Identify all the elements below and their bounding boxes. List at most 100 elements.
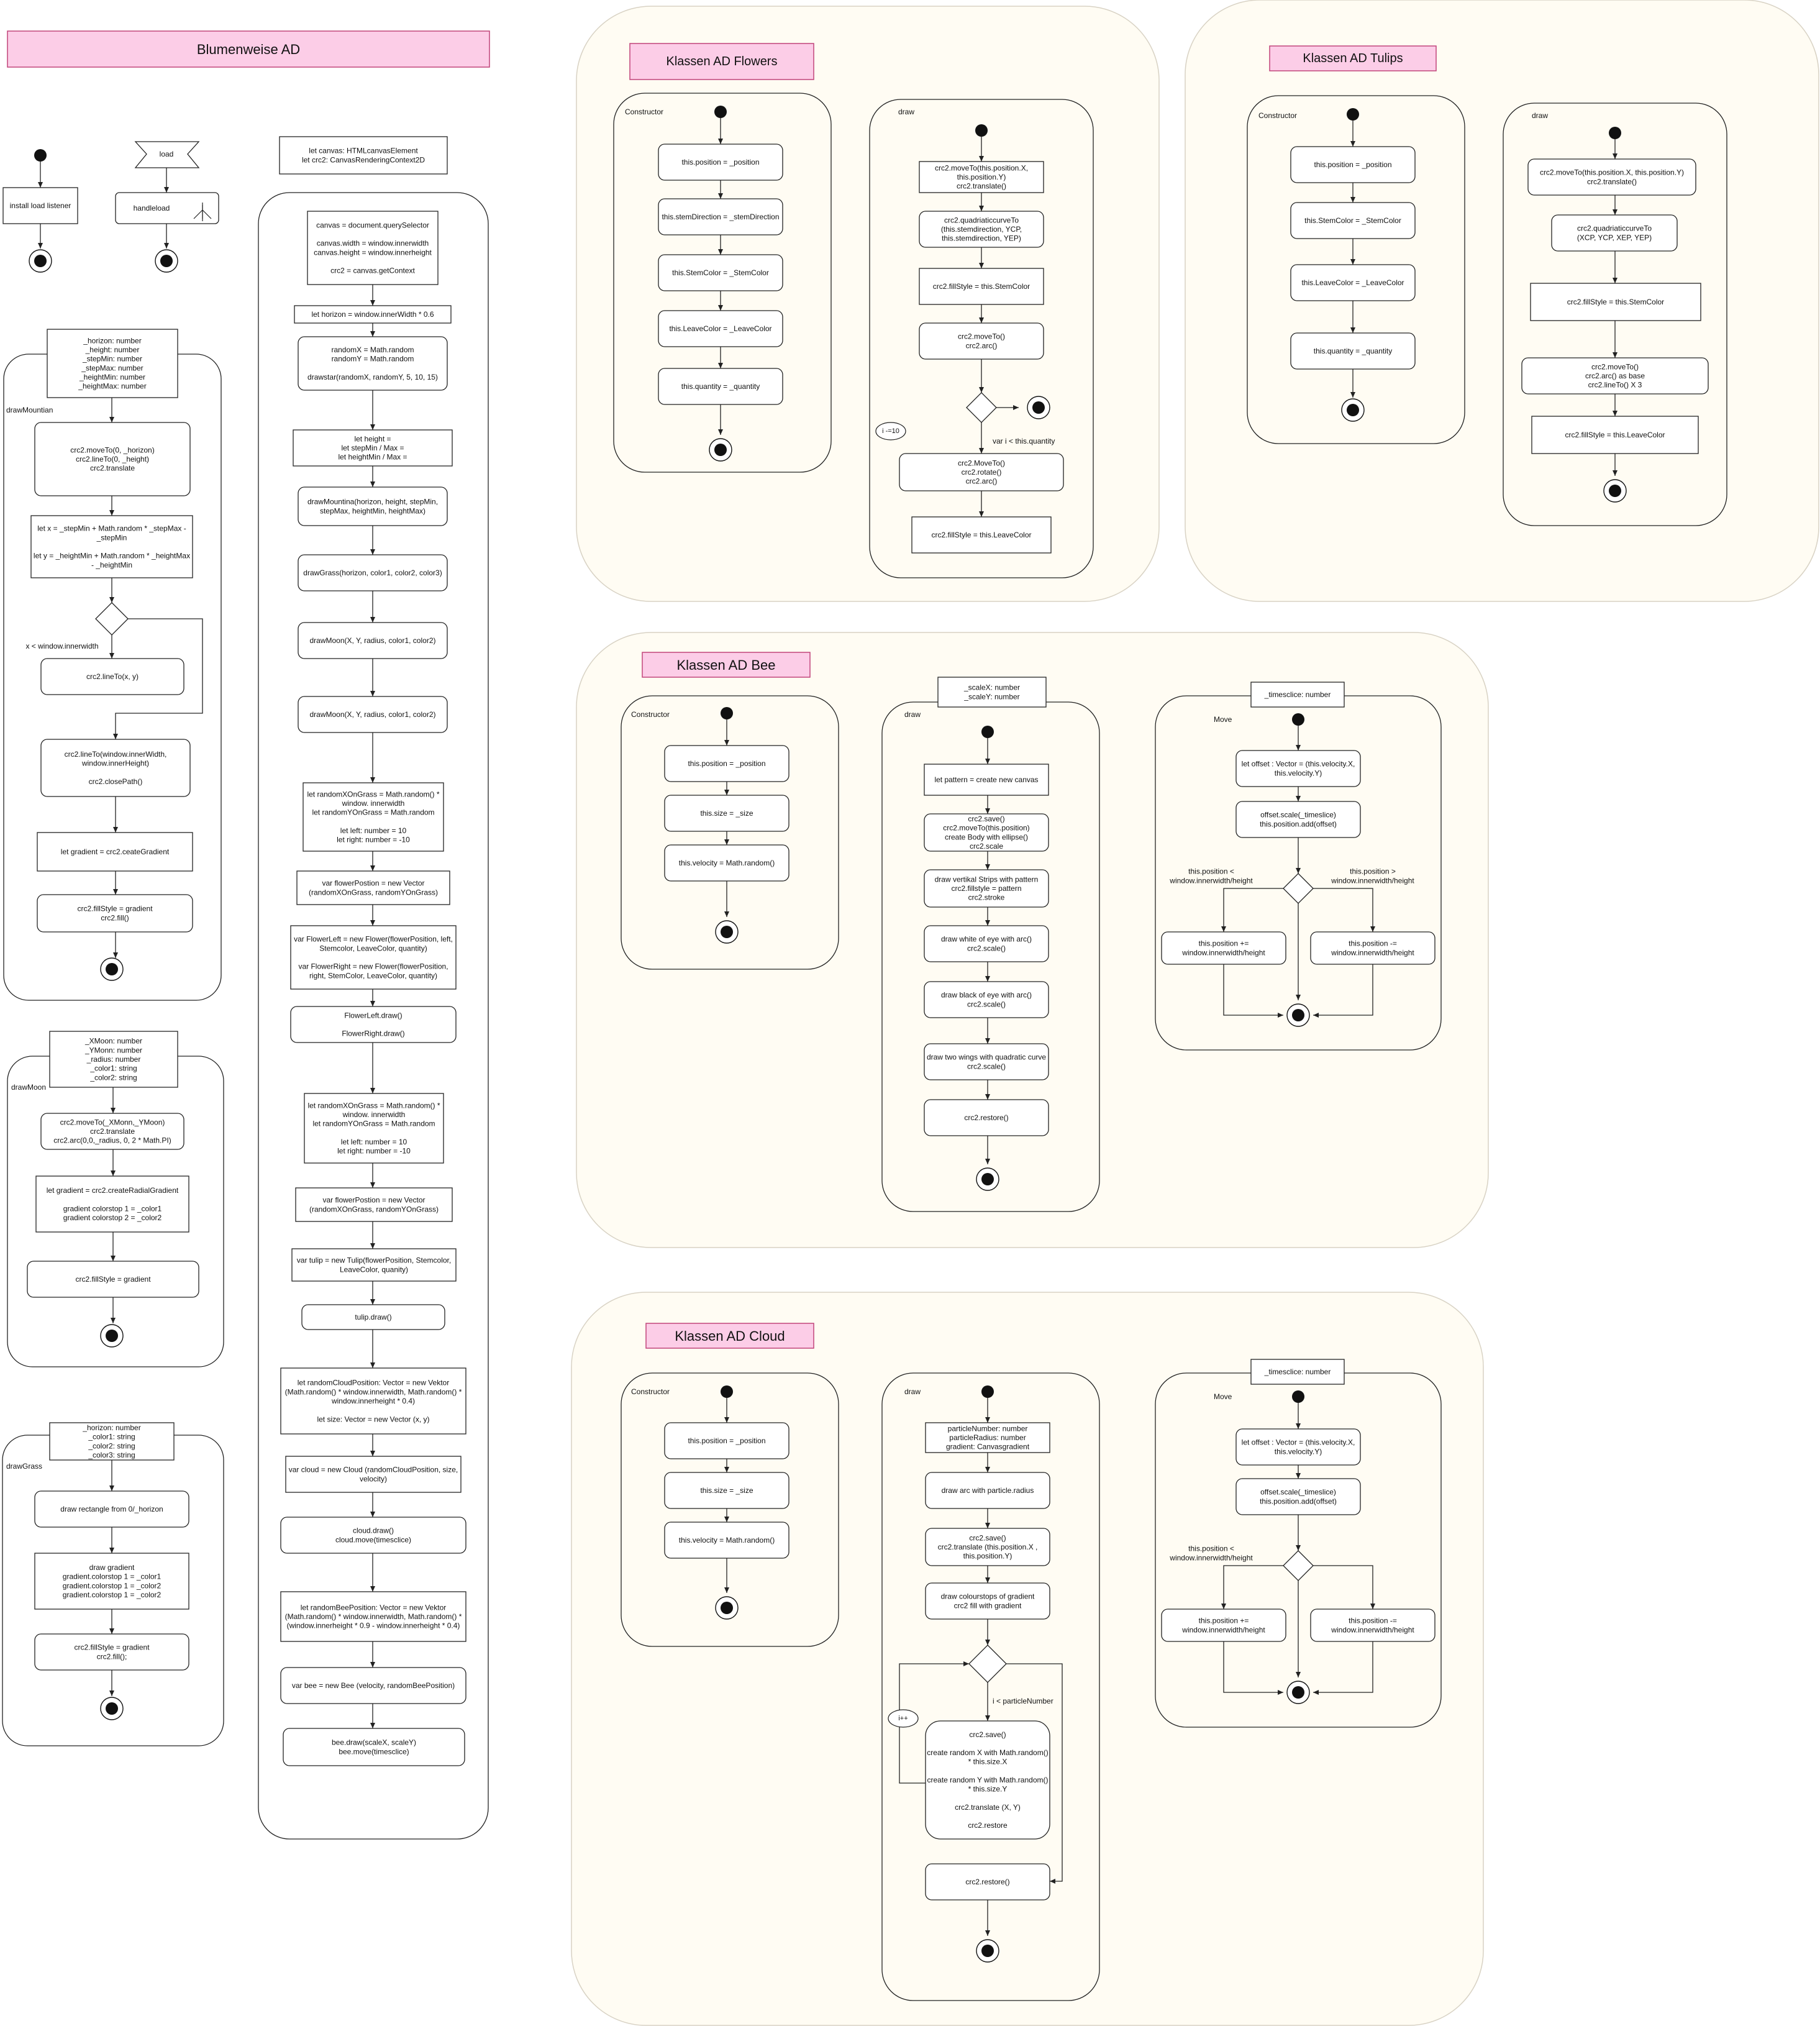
main-step-18 — [280, 1517, 466, 1554]
bee-draw-label: draw — [904, 710, 921, 719]
bee-constructor-frame — [621, 695, 839, 970]
cloud-draw-step-1-label: draw arc with particle.radius — [942, 1486, 1034, 1495]
main-step-5 — [298, 554, 448, 591]
bee-guard-right: this.position >window.innerwidth/height — [1331, 867, 1414, 885]
cloud-draw-step-5 — [925, 1863, 1050, 1901]
moon-step-1-label: let gradient = crc2.createRadialGradient… — [47, 1186, 179, 1222]
bee-move-step-0 — [1235, 750, 1361, 787]
flowers-draw-step-0-label: crc2.moveTo(this.position.X,this.positio… — [935, 163, 1028, 190]
main-step-21 — [283, 1728, 465, 1766]
cloud-ctor-step-1 — [664, 1472, 789, 1509]
grass-step-1 — [34, 1553, 189, 1610]
bee-title — [642, 652, 811, 678]
draw-mountain-name: drawMountian — [6, 406, 53, 414]
class-cloud-bg — [571, 1292, 1484, 2026]
main-step-15 — [301, 1304, 445, 1330]
bee-draw-step-6-label: crc2.restore() — [964, 1113, 1008, 1122]
bee-branch-left — [1161, 931, 1286, 965]
main-step-0 — [307, 211, 439, 285]
bee-ctor-step-0 — [664, 745, 789, 782]
mountain-step-3-label: crc2.lineTo(window.innerWidth,window.inn… — [65, 750, 167, 786]
bee-draw-step-0-label: let pattern = create new canvas — [934, 775, 1038, 784]
bee-move-step-1 — [1235, 801, 1361, 838]
main-step-19-label: let randomBeePosition: Vector = new Vekt… — [285, 1603, 462, 1630]
bee-decision — [1283, 873, 1314, 904]
flowers-draw-step-5-label: crc2.fillStyle = this.LeaveColor — [931, 531, 1031, 539]
tulips-ctor-step-0-label: this.position = _position — [1314, 160, 1391, 169]
main-step-11-label: FlowerLeft.draw() FlowerRight.draw() — [342, 1011, 404, 1038]
bee-constructor-end-dot — [721, 926, 733, 938]
flowers-decision — [966, 392, 997, 423]
moon-end-node-dot — [106, 1330, 118, 1342]
flowers-draw-step-2-label: crc2.fillStyle = this.StemColor — [933, 282, 1030, 291]
draw-moon-name: drawMoon — [11, 1083, 46, 1092]
main-step-4-label: drawMountina(horizon, height, stepMin,st… — [307, 498, 438, 516]
bee-constructor-start — [721, 707, 733, 719]
mountain-step-4 — [37, 832, 193, 872]
bee-draw-params-label: _scaleX: number_scaleY: number — [963, 683, 1020, 701]
main-step-14 — [291, 1248, 457, 1282]
flowers-draw-step-3 — [919, 322, 1044, 360]
tulips-draw-step-2 — [1530, 283, 1701, 321]
cloud-decision — [968, 1645, 1007, 1683]
main-step-21-label: bee.draw(scaleX, scaleY)bee.move(timescl… — [332, 1738, 416, 1756]
main-step-17-label: var cloud = new Cloud (randomCloudPositi… — [289, 1466, 458, 1484]
bee-move-end-dot — [1292, 1009, 1304, 1021]
bee-draw-step-6 — [924, 1099, 1049, 1136]
bee-draw-step-3 — [924, 925, 1049, 962]
flow-arrow — [1223, 1641, 1283, 1695]
main-step-11 — [290, 1006, 457, 1043]
cloud-move-step-1-label: offset.scale(_timeslice)this.position.ad… — [1260, 1488, 1337, 1506]
main-step-12 — [304, 1093, 444, 1164]
bee-draw-step-1 — [924, 813, 1049, 852]
cloud-title-text: Klassen AD Cloud — [675, 1328, 785, 1344]
cloud-branch-left-label: this.position +=window.innerwidth/height — [1181, 1617, 1265, 1635]
main-step-5-label: drawGrass(horizon, color1, color2, color… — [303, 568, 442, 577]
flow-edges — [38, 118, 1618, 1936]
cloud-ctor-step-0 — [664, 1422, 789, 1459]
bee-ctor-step-2-label: this.velocity = Math.random() — [679, 859, 775, 867]
flowers-ctor-step-4-label: this.quantity = _quantity — [681, 382, 760, 391]
cloud-move-start — [1292, 1390, 1304, 1403]
cloud-move-decision — [1283, 1550, 1314, 1581]
bee-move-step-1-label: offset.scale(_timeslice)this.position.ad… — [1260, 811, 1337, 829]
flowers-title-text: Klassen AD Flowers — [667, 55, 778, 68]
cloud-guard-left: this.position <window.innerwidth/height — [1169, 1545, 1253, 1563]
main-step-1-label: let horizon = window.innerWidth * 0.6 — [311, 310, 434, 319]
cloud-ctor-step-0-label: this.position = _position — [688, 1436, 765, 1445]
flowers-constructor-end-dot — [714, 444, 727, 456]
mountain-decision — [95, 602, 129, 636]
main-step-15-label: tulip.draw() — [355, 1313, 391, 1321]
bee-title-text: Klassen AD Bee — [677, 657, 776, 673]
cloud-move-end-dot — [1292, 1686, 1304, 1699]
tulips-draw-step-1-label: crc2.quadriaticcurveTo(XCP, YCP, XEP, YE… — [1577, 224, 1652, 242]
cloud-draw-step-2 — [925, 1528, 1050, 1566]
draw-grass-params-label: _horizon: number_color1: string_color2: … — [82, 1423, 140, 1459]
draw-mountain-params-label: _horizon: number_height: number_stepMin:… — [78, 336, 146, 390]
flow-arrow — [1313, 888, 1375, 932]
main-step-7-label: drawMoon(X, Y, radius, color1, color2) — [310, 710, 436, 719]
tulips-ctor-step-3 — [1290, 332, 1416, 370]
cloud-draw-step-1 — [925, 1472, 1050, 1509]
tulips-constructor-frame — [1247, 95, 1465, 444]
tulips-draw-step-3 — [1521, 357, 1709, 395]
cloud-ctor-step-2-label: this.velocity = Math.random() — [679, 1536, 775, 1545]
main-step-20 — [280, 1667, 466, 1704]
main-step-4 — [298, 486, 448, 526]
bee-draw-params — [937, 677, 1047, 708]
main-title — [7, 30, 490, 68]
cloud-draw-label: draw — [904, 1387, 921, 1396]
bee-branch-left-label: this.position +=window.innerwidth/height — [1181, 939, 1265, 957]
main-activity-frame — [258, 192, 489, 1840]
flowers-guard: var i < this.quantity — [993, 437, 1055, 445]
cloud-constructor-label: Constructor — [631, 1387, 670, 1396]
bee-move-step-0-label: let offset : Vector = (this.velocity.X,t… — [1242, 760, 1355, 778]
load-event-label: load — [160, 150, 174, 158]
flowers-draw-step-4-label: crc2.MoveTo()crc2.rotate()crc2.arc() — [958, 459, 1005, 485]
flow-arrow — [1313, 964, 1373, 1018]
flow-arrow — [1006, 1663, 1063, 1884]
